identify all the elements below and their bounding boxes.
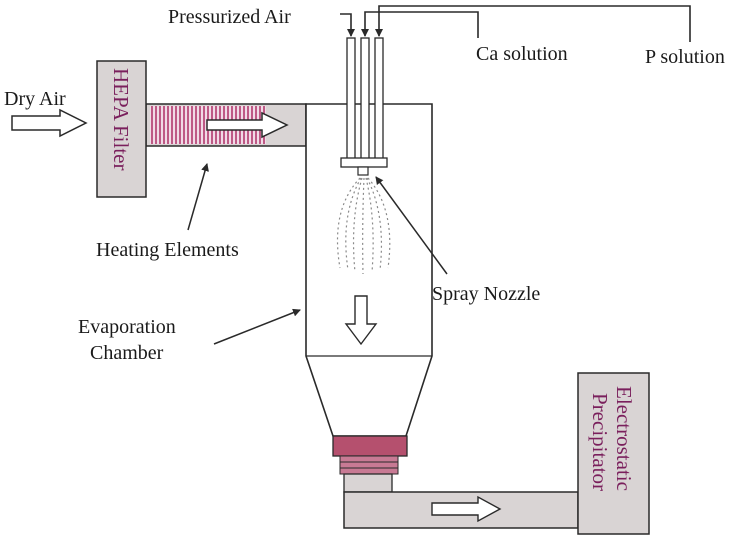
hepa-filter-label: HEPA Filter	[109, 68, 133, 171]
nozzle-feed-tubes	[346, 37, 384, 161]
nozzle-tip	[357, 166, 369, 176]
spray-nozzle-label: Spray Nozzle	[432, 283, 540, 305]
chamber-flow-arrow	[344, 295, 378, 346]
collector-ring-2	[339, 461, 399, 469]
electrostatic-precipitator-label-line1: Electrostatic	[612, 386, 636, 491]
hepa-filter-box	[96, 60, 147, 198]
p-solution-line	[375, 5, 691, 42]
pressurized-air-label: Pressurized Air	[168, 6, 291, 28]
ca-solution-label: Ca solution	[476, 43, 568, 65]
p-solution-label: P solution	[645, 46, 725, 68]
spray-nozzle-leader	[375, 176, 448, 275]
duct-flow-arrow	[206, 111, 289, 139]
spray-plume	[336, 177, 391, 275]
spray-nozzle	[340, 157, 388, 168]
evaporation-chamber-label-line1: Evaporation	[78, 316, 176, 338]
ca-solution-line	[361, 11, 479, 38]
collector-band	[332, 435, 408, 457]
collector-ring-1	[339, 455, 399, 463]
dry-air-arrow	[11, 108, 88, 138]
heating-elements-label: Heating Elements	[96, 239, 239, 261]
evaporation-chamber-leader	[213, 308, 301, 345]
evaporation-chamber-label-line2: Chamber	[90, 342, 164, 364]
electrostatic-precipitator-label-line2: Precipitator	[588, 393, 612, 491]
collector-ring-3	[339, 467, 399, 475]
heating-elements-leader	[187, 163, 209, 231]
outlet-flow-arrow	[431, 495, 502, 523]
electrostatic-precipitator-box	[577, 372, 650, 535]
dry-air-label: Dry Air	[4, 88, 66, 110]
pressurized-air-line	[340, 13, 355, 37]
outlet-neck	[343, 473, 393, 493]
